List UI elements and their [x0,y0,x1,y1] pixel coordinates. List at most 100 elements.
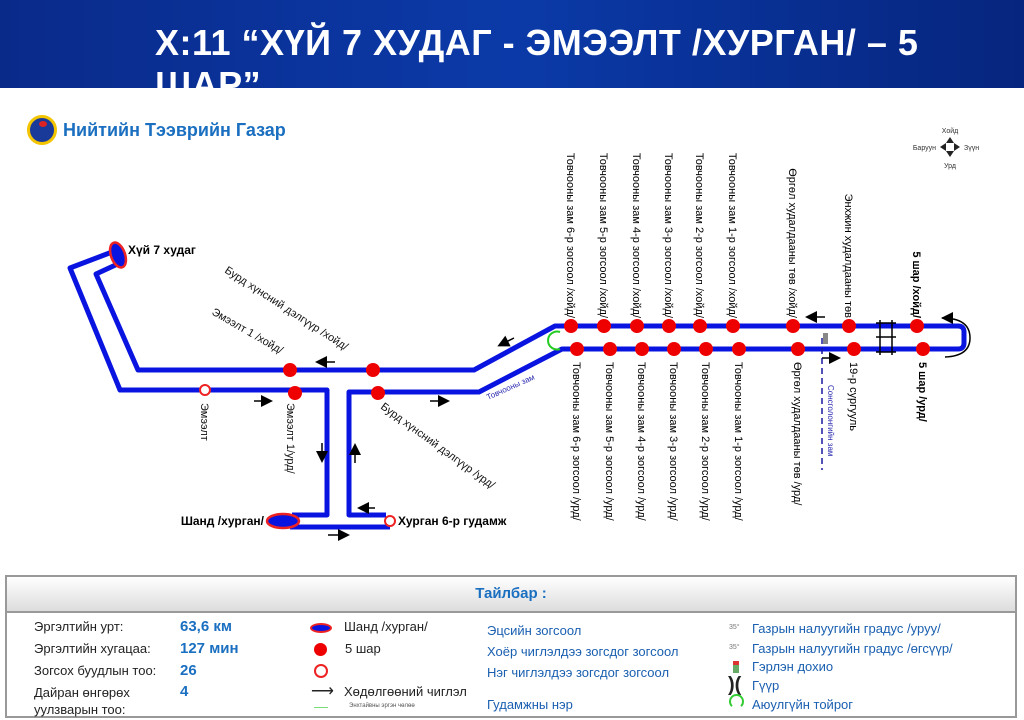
stop-north-label: Энхжин худалдааны төв [842,194,854,319]
green-line-symbol-icon [314,707,328,708]
stop-burd-north[interactable] [366,363,380,377]
logo: Нийтийн Тээврийн Газар [27,115,286,145]
stop-north-label: 5 шар /хойд/ [910,251,922,318]
stop-south-1[interactable] [570,342,584,356]
legend-stop-label: 5 шар [345,641,381,656]
stop-south-9[interactable] [916,342,930,356]
terminal-khui7-label: Хүй 7 худаг [128,243,196,257]
stop-south-5[interactable] [699,342,713,356]
stop-emeelt1-south[interactable] [288,386,302,400]
stop-south-label: Товчооны зам 6-р зогсоол /урд/ [570,362,582,522]
legend-roundabout: Аюулгүйн тойрог [752,697,854,712]
label-sonsgolon-road: Сонсголонгийн зам [826,385,835,456]
logo-emblem-icon [27,115,57,145]
stop-south-label: Товчооны зам 4-р зогсоол /урд/ [635,362,647,522]
stat-length-label: Эргэлтийн урт: [34,619,124,634]
stop-burd-south[interactable] [371,386,385,400]
stop-south-label: 5 шар /урд/ [916,362,928,422]
stop-north-4[interactable] [662,319,676,333]
stop-symbol-icon [314,643,327,656]
legend-green-line-label: Энхтайвны эргэн чөлөө [349,703,415,709]
slope-up-icon: 35° [729,644,740,651]
stop-south-6[interactable] [732,342,746,356]
route-inner [93,259,967,518]
stat-stops-value: 26 [180,662,197,679]
compass-south: Урд [944,163,956,170]
label-emeelt1-north: Эмээлт 1 /хойд/ [210,306,286,357]
stop-north-label: Товчооны зам 1-р зогсоол /хойд/ [726,153,738,319]
stop-south-label: Өргөл худалдааны төв /урд/ [791,362,803,506]
stop-emeelt-icon[interactable] [199,384,211,396]
route-outer [67,249,330,518]
route-lines [67,249,967,530]
arrow-symbol-icon: ⟶ [311,683,334,700]
west-stops [283,363,385,400]
stop-north-5[interactable] [693,319,707,333]
stop-south-label: Товчооны зам 2-р зогсоол /урд/ [699,362,711,522]
one-way-stop-symbol-icon [314,664,328,678]
legend-terminal-stop: Эцсийн зогсоол [487,623,582,638]
legend-terminal-label: Шанд /хурган/ [344,619,428,634]
stop-north-7[interactable] [786,319,800,333]
legend-slope-down: Газрын налуугийн градус /уруу/ [752,621,941,636]
stop-north-6[interactable] [726,319,740,333]
legend-two-way-stop: Хоёр чиглэлдээ зогсдог зогсоол [487,644,679,659]
legend-street-name: Гудамжны нэр [487,697,573,712]
page-title: Х:11 “ХҮЙ 7 ХУДАГ - ЭМЭЭЛТ /ХУРГАН/ – 5 … [155,22,919,105]
compass-west: Баруун [913,145,936,152]
label-burd-south: Бурд хүнсний дэлгүүр /урд/ [378,401,497,492]
stop-south-label: Товчооны зам 1-р зогсоол /урд/ [732,362,744,522]
compass-north: Хойд [942,127,958,135]
arrow-icon [497,335,515,347]
turnaround-arrow-icon [941,317,971,358]
stat-time-value: 127 мин [180,640,239,657]
stop-emeelt1-north[interactable] [283,363,297,377]
bridge-icon [876,320,896,355]
stat-time-label: Эргэлтийн хугацаа: [34,641,151,656]
stat-length-value: 63,6 км [180,618,232,635]
terminal-khurgan6-label: Хурган 6-р гудамж [398,514,507,528]
stop-north-9[interactable] [910,319,924,333]
bridge-symbol-icon: )( [728,674,742,696]
stat-stops-label: Зогсох буудлын тоо: [34,663,157,678]
slope-down-icon: 35° [729,624,740,631]
legend-one-way-stop: Нэг чиглэлдээ зогсдог зогсоол [487,665,670,680]
stop-south-2[interactable] [603,342,617,356]
terminal-shand-label: Шанд /хурган/ [181,514,265,528]
stop-north-1[interactable] [564,319,578,333]
stop-south-3[interactable] [635,342,649,356]
roundabout-icon [547,330,561,351]
east-stops: Товчооны зам 6-р зогсоол /хойд/Товчооны … [564,153,930,522]
stop-south-7[interactable] [791,342,805,356]
stop-south-label: 19-р сургууль [847,362,859,431]
stop-north-label: Товчооны зам 6-р зогсоол /хойд/ [564,153,576,319]
legend-title: Тайлбар : [7,577,1015,613]
stop-south-8[interactable] [847,342,861,356]
stop-khurgan6-icon[interactable] [384,515,396,527]
stop-south-label: Товчооны зам 3-р зогсоол /урд/ [667,362,679,522]
stop-north-3[interactable] [630,319,644,333]
stop-north-8[interactable] [842,319,856,333]
stat-intersections-value: 4 [180,683,189,700]
traffic-light-icon [823,333,828,344]
stop-north-label: Товчооны зам 2-р зогсоол /хойд/ [693,153,705,319]
stop-north-label: Өргөл худалдааны төв /хойд/ [786,168,798,319]
stop-north-label: Товчооны зам 4-р зогсоол /хойд/ [630,153,642,319]
title-banner: Х:11 “ХҮЙ 7 ХУДАГ - ЭМЭЭЛТ /ХУРГАН/ – 5 … [0,0,1024,105]
stop-south-4[interactable] [667,342,681,356]
stop-south-label: Товчооны зам 5-р зогсоол /урд/ [603,362,615,522]
compass-icon: Хойд Урд Баруун Зүүн [913,127,979,170]
label-emeelt: Эмээлт [198,403,210,441]
route-map: Хойд Урд Баруун Зүүн Хүй 7 худаг Шанд /х… [67,127,979,541]
label-burd-north: Бурд хүнсний дэлгүүр /хойд/ [222,264,350,353]
terminal-symbol-icon [310,623,332,633]
label-emeelt1-south: Эмээлт 1/урд/ [284,403,296,475]
stop-north-2[interactable] [597,319,611,333]
terminal-shand-icon[interactable] [265,512,301,530]
logo-text: Нийтийн Тээврийн Газар [63,119,286,140]
legend-slope-up: Газрын налуугийн градус /өгсүүр/ [752,641,953,656]
terminal-khui7-icon[interactable] [107,240,129,269]
roundabout-symbol-icon [729,694,744,709]
stat-intersections-label: Дайран өнгөрөх уулзварын тоо: [34,685,130,717]
legend-traffic-light: Гэрлэн дохио [752,659,834,674]
